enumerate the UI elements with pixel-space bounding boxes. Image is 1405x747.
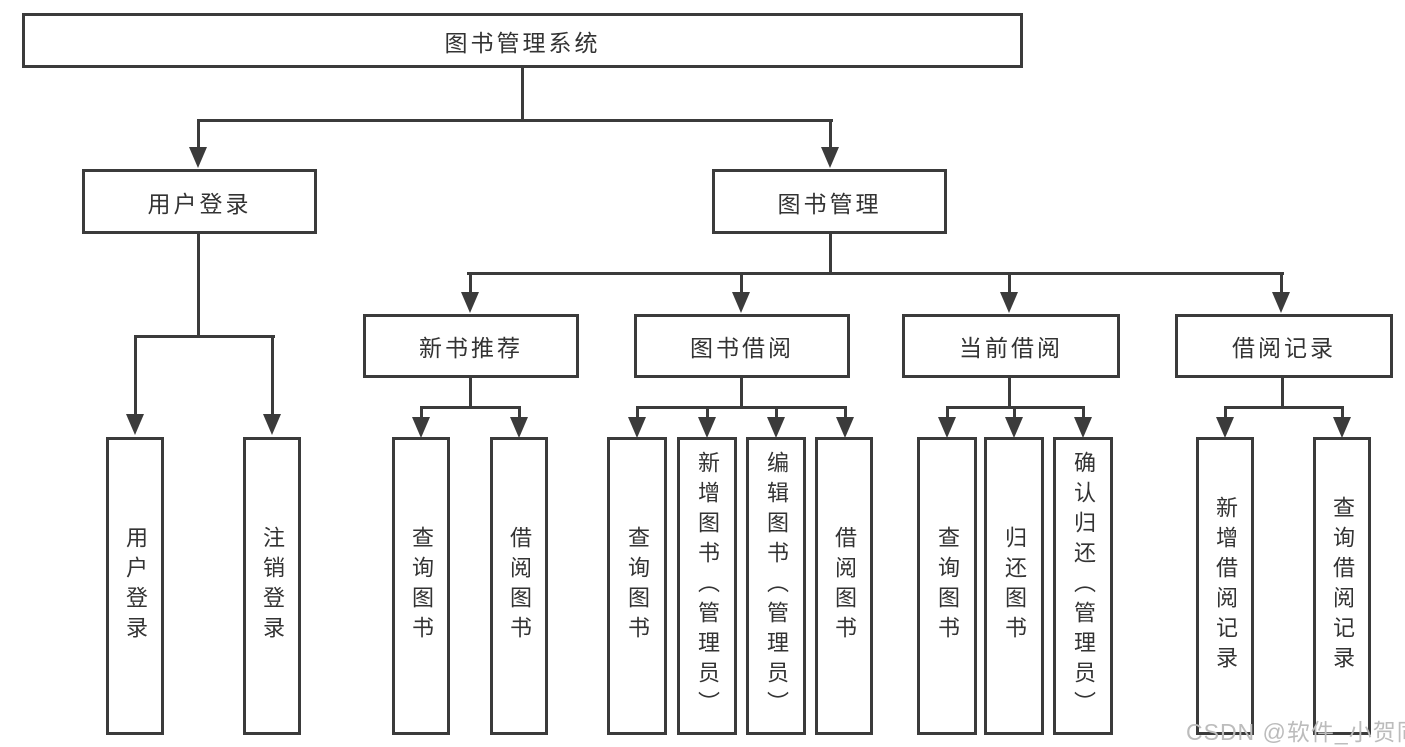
node-label: 归还图书 [1002,526,1027,646]
arrowhead-book-management-icon [821,147,839,168]
connector-arrow-leaf-shaft [1082,406,1085,419]
arrowhead-book-borrow-icon [732,292,750,313]
node-library-management-system: 图书管理系统 [22,13,1023,68]
node-book-borrowing: 图书借阅 [634,314,850,378]
connector-arrow-leaf-shaft [518,406,521,419]
arrowhead-user-login-icon [189,147,207,168]
node-label: 用户登录 [147,190,252,217]
connector-book-borrow-stem [740,378,743,408]
node-new-book-recommendation: 新书推荐 [363,314,579,378]
connector-arrow-leaf-shaft [636,406,639,419]
leaf-logout: 注销登录 [243,437,301,735]
connector-arrow-leaf-shaft [420,406,423,419]
leaf-return-books: 归还图书 [984,437,1044,735]
node-label: 注销登录 [260,526,285,646]
arrowhead-leaf-icon [1333,417,1351,438]
arrowhead-leaf-icon [1005,417,1023,438]
leaf-add-borrowing-record: 新增借阅记录 [1196,437,1254,735]
connector-borrow-records-leafbranch [1224,406,1343,409]
csdn-watermark: CSDN @软件_小贺同学 [1186,719,1405,745]
connector-arrow-leaf-shaft [946,406,949,419]
connector-arrow-book-management-shaft [829,119,832,150]
node-label: 查询图书 [409,526,434,646]
connector-new-book-stem [469,378,472,408]
node-label: 借阅图书 [507,526,532,646]
leaf-query-books: 查询图书 [917,437,977,735]
connector-root-stem [521,68,524,121]
connector-arrow-leaf-login-shaft [134,335,137,416]
connector-book-borrow-leafbranch [636,406,846,409]
node-current-borrowing: 当前借阅 [902,314,1120,378]
node-label: 查询借阅记录 [1330,496,1355,676]
arrowhead-leaf-login-icon [126,414,144,435]
node-label: 当前借阅 [959,335,1063,361]
connector-arrow-leaf-shaft [1341,406,1344,419]
connector-arrow-leaf-shaft [1224,406,1227,419]
arrowhead-leaf-icon [698,417,716,438]
leaf-borrow-books: 借阅图书 [490,437,548,735]
node-label: 确认归还（管理员） [1071,451,1096,721]
node-label: 借阅记录 [1232,335,1336,361]
node-book-management: 图书管理 [712,169,947,234]
node-label: 新增借阅记录 [1213,496,1238,676]
connector-book-management-stem [829,233,832,274]
node-label: 用户登录 [123,526,148,646]
connector-arrow-leaf-logout-shaft [271,335,274,416]
arrowhead-current-borrow-icon [1000,292,1018,313]
arrowhead-leaf-logout-icon [263,414,281,435]
connector-arrow-leaf-shaft [775,406,778,419]
connector-arrow-new-book-shaft [469,272,472,294]
node-label: 查询图书 [935,526,960,646]
node-label: 新书推荐 [419,335,523,361]
arrowhead-borrow-records-icon [1272,292,1290,313]
connector-arrow-borrow-records-shaft [1280,272,1283,294]
leaf-query-books: 查询图书 [392,437,450,735]
arrowhead-leaf-icon [1216,417,1234,438]
connector-level2-branch [197,119,833,122]
node-label: 图书借阅 [690,335,794,361]
leaf-edit-books-admin: 编辑图书（管理员） [746,437,806,735]
node-label: 新增图书（管理员） [695,451,720,721]
connector-arrow-leaf-shaft [1013,406,1016,419]
leaf-query-borrowing-record: 查询借阅记录 [1313,437,1371,735]
arrowhead-leaf-icon [836,417,854,438]
arrowhead-leaf-icon [938,417,956,438]
connector-new-book-leafbranch [420,406,521,409]
node-label: 图书管理 [777,190,882,217]
connector-arrow-current-borrow-shaft [1008,272,1011,294]
arrowhead-new-book-icon [461,292,479,313]
connector-user-login-stem [197,234,200,337]
leaf-add-books-admin: 新增图书（管理员） [677,437,737,735]
connector-arrow-leaf-shaft [706,406,709,419]
leaf-confirm-return-admin: 确认归还（管理员） [1053,437,1113,735]
connector-user-login-branch [134,335,275,338]
node-label: 借阅图书 [832,526,857,646]
node-label: 查询图书 [625,526,650,646]
connector-arrow-book-borrow-shaft [740,272,743,294]
arrowhead-leaf-icon [1074,417,1092,438]
connector-level3-branch [467,272,1284,275]
connector-arrow-leaf-shaft [844,406,847,419]
node-borrowing-records: 借阅记录 [1175,314,1393,378]
leaf-borrow-books: 借阅图书 [815,437,873,735]
arrowhead-leaf-icon [767,417,785,438]
node-label: 编辑图书（管理员） [764,451,789,721]
arrowhead-leaf-icon [628,417,646,438]
connector-borrow-records-stem [1281,378,1284,408]
connector-arrow-user-login-shaft [197,119,200,150]
arrowhead-leaf-icon [510,417,528,438]
arrowhead-leaf-icon [412,417,430,438]
connector-current-borrow-stem [1008,378,1011,408]
leaf-query-books: 查询图书 [607,437,667,735]
leaf-user-login: 用户登录 [106,437,164,735]
node-label: 图书管理系统 [444,29,601,56]
node-user-login: 用户登录 [82,169,317,234]
